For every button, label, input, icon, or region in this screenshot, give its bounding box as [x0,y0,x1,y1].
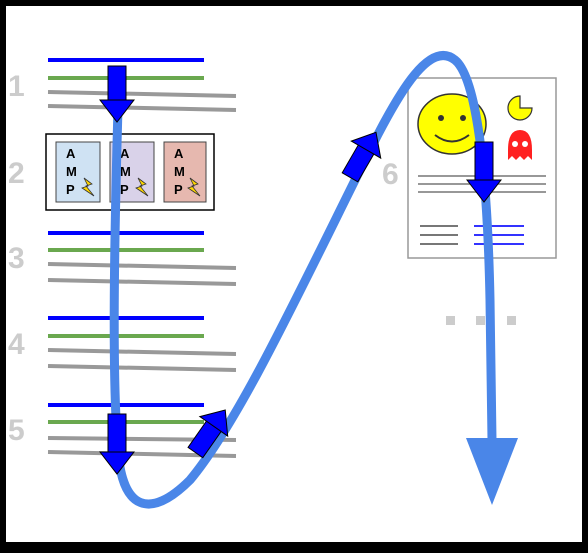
step-number-5: 5 [8,414,25,447]
down-arrow-icon [98,65,136,123]
amp-card-1: A M P [55,141,101,203]
line-text [47,364,237,372]
step-number-4: 4 [8,328,25,361]
lightning-bolt-icon [135,177,149,197]
amp-letter: A [120,146,130,161]
line-text [47,348,237,356]
step-number-2: 2 [8,157,25,190]
amp-letter: A [174,146,184,161]
pacman-icon [507,95,533,121]
line-text [47,90,237,98]
line-text [47,262,237,270]
amp-letter: P [66,182,75,197]
text-lines-step-3 [47,231,237,286]
amp-card-3: A M P [163,141,207,203]
amp-letter: A [66,146,76,161]
lightning-bolt-icon [187,177,201,197]
step-number-6: 6 [382,158,399,191]
text-lines-step-4 [47,316,237,372]
down-arrow-icon [465,141,503,203]
line-text [47,104,237,112]
amp-letter: M [66,164,77,179]
flow-path [109,51,497,509]
down-arrow-icon [98,413,136,475]
amp-letter: M [120,164,131,179]
amp-letter: P [174,182,183,197]
line-text [47,278,237,286]
ellipsis [446,316,516,325]
amp-letter: M [174,164,185,179]
ghost-icon [508,130,532,160]
text-lines-step-1 [47,58,237,112]
smiley-face-icon [417,93,487,155]
amp-cards-group: A M P A M P A M P [45,133,215,211]
up-arrow-icon [187,409,229,459]
lightning-bolt-icon [81,177,95,197]
step-number-3: 3 [8,242,25,275]
amp-letter: P [120,182,129,197]
amp-card-bg [55,141,101,203]
flow-arrowhead-icon [466,438,518,505]
amp-card-bg [163,141,207,203]
up-arrow-icon [341,131,382,183]
step-number-1: 1 [8,70,25,103]
